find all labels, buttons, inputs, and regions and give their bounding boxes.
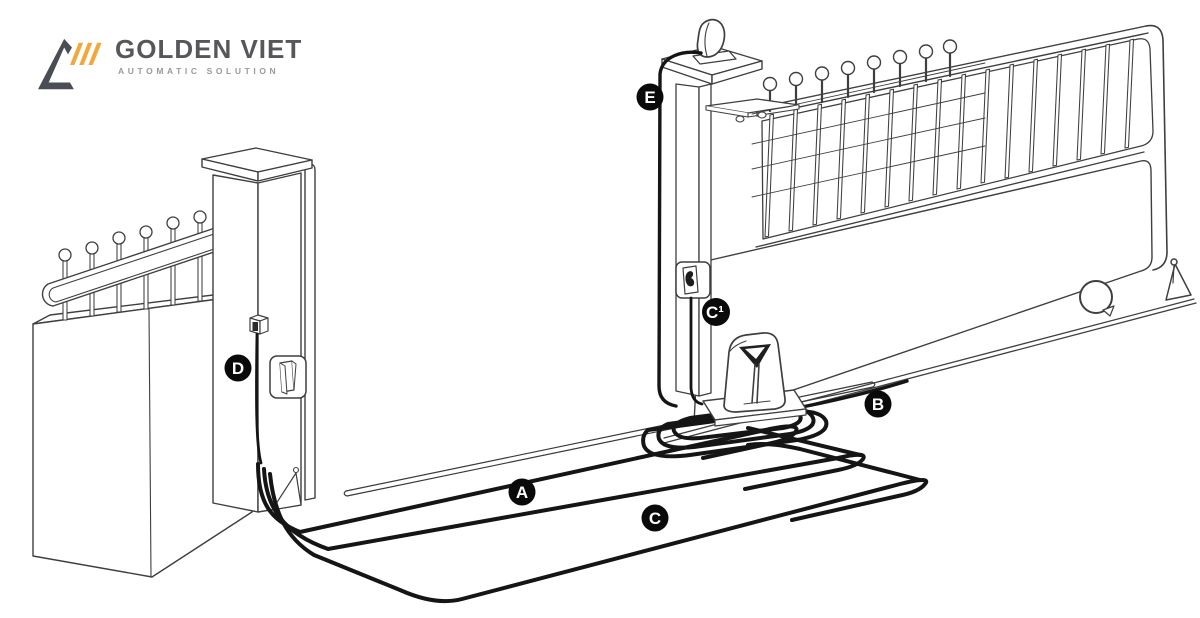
svg-text:E: E [644, 88, 655, 107]
cable-return-c [746, 426, 862, 457]
key-switch-cable [255, 332, 263, 465]
svg-text:C: C [649, 509, 661, 528]
logo-mark [38, 38, 102, 90]
photocell-right-lens [685, 271, 695, 287]
key-switch [249, 314, 269, 335]
label-e: E [636, 83, 664, 111]
brand-name: GOLDEN VIET [115, 34, 303, 64]
lamp-post-body-right [698, 83, 712, 397]
motor-base-edge [714, 408, 807, 427]
cable-run-outer [268, 472, 929, 604]
wall-corner-edge [148, 308, 152, 578]
gate-motor [702, 332, 807, 427]
gate-solid-panel [693, 160, 1153, 425]
cable-runs [255, 50, 929, 604]
lamp-post-body-left [675, 83, 700, 397]
photocell-right-cable [689, 296, 704, 406]
pillar-base-bracket-knob [292, 466, 300, 474]
lamp-cable [657, 50, 703, 408]
gate-guide-bracket [705, 98, 800, 123]
gate-bars [764, 38, 1135, 238]
brand-logo: GOLDEN VIET AUTOMATIC SOLUTION [38, 36, 302, 92]
svg-text:C¹: C¹ [706, 303, 724, 322]
wall-body [32, 294, 253, 578]
key-switch-face [252, 322, 258, 331]
svg-text:B: B [872, 395, 884, 414]
label-d: D [224, 354, 252, 382]
label-c: C [641, 504, 669, 532]
brand-tagline: AUTOMATIC SOLUTION [118, 66, 280, 76]
logo-triangle [38, 38, 74, 90]
lamp-post-cap-right [711, 60, 763, 85]
gate-wheel [1079, 280, 1115, 317]
label-markers: A B C C¹ D E [224, 83, 892, 532]
pillar-base-bracket [271, 472, 302, 511]
label-c1: C¹ [702, 298, 730, 326]
cable-run-c [262, 452, 866, 551]
svg-text:A: A [516, 483, 528, 502]
flashing-lamp-dome [696, 18, 726, 58]
label-b: B [864, 390, 892, 418]
gate-bars-frame [761, 38, 1154, 240]
flashing-lamp [692, 18, 737, 65]
wall-fence [41, 210, 236, 321]
gate-bars-frame-lower [755, 151, 1145, 248]
pillar-body-left [212, 174, 259, 513]
label-a: A [508, 478, 536, 506]
photocell-right [675, 261, 711, 299]
pillar-body-right [257, 172, 302, 513]
photocell-left [269, 355, 307, 399]
motor-base-loop-3 [641, 409, 829, 459]
gate-end-stop [1165, 258, 1192, 301]
svg-text:D: D [232, 359, 244, 378]
logo-slashes [70, 42, 102, 65]
left-pillar [201, 147, 316, 513]
guide-post [304, 163, 316, 501]
fence-finials [58, 210, 207, 262]
pillar-cap-right [257, 159, 313, 182]
